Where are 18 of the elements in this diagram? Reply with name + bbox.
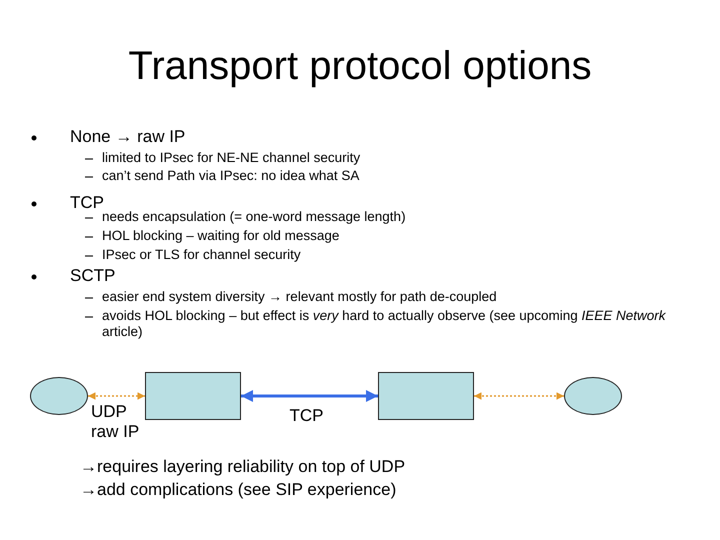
process-box <box>145 372 241 420</box>
note-text: →add complications (see SIP experience) <box>80 480 396 500</box>
bullet-heading: TCP <box>70 193 104 212</box>
bullet-item: can’t send Path via IPsec: no idea what SA <box>102 168 360 184</box>
process-box <box>378 372 474 420</box>
bullet-item: avoids HOL blocking – but effect is very hard to actually observe (see upcoming IEEE Network article) <box>102 308 667 340</box>
arrow <box>474 392 564 400</box>
bullet-item: needs encapsulation (= one-word message length) <box>102 209 407 225</box>
bullet-item: IPsec or TLS for channel security <box>102 247 302 263</box>
bullet-item: HOL blocking – waiting for old message <box>102 228 340 244</box>
arrow <box>241 390 378 402</box>
bullet-heading: None → raw IP <box>70 127 186 147</box>
slide-title: Transport protocol options <box>127 44 593 89</box>
arrow <box>88 392 145 400</box>
bullet-heading: SCTP <box>70 266 116 286</box>
note-text: →requires layering reliability on top of UDP <box>80 457 406 477</box>
bullet-item: easier end system diversity → relevant mostly for path de-coupled <box>102 289 498 305</box>
bullet-item: limited to IPsec for NE-NE channel security <box>102 150 362 166</box>
